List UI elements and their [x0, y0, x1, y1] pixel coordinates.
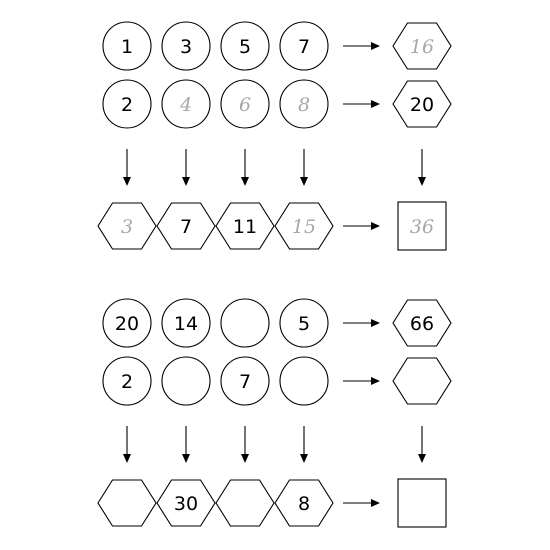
top-row-circle: 7: [279, 21, 329, 71]
cell-value: 1: [121, 36, 133, 58]
column-sum-hexagon: 3: [97, 202, 157, 250]
column-arrow: [123, 149, 131, 186]
cell-value: 30: [174, 493, 198, 515]
column-arrow: [241, 426, 249, 463]
column-sum-hexagon: 30: [156, 479, 216, 527]
cell-value: 6: [239, 94, 251, 116]
total-square: [397, 478, 447, 528]
column-sum-hexagon: 7: [156, 202, 216, 250]
column-arrow: [241, 149, 249, 186]
cell-value: 15: [292, 216, 316, 238]
cell-value: 7: [298, 36, 310, 58]
row-arrow: [343, 319, 380, 327]
cell-value: 7: [180, 216, 192, 238]
column-arrow: [182, 149, 190, 186]
row-arrow: [343, 42, 380, 50]
cell-value: 5: [298, 313, 310, 335]
row-arrow: [343, 100, 380, 108]
cell-value: 4: [179, 94, 192, 116]
top-row-circle: 14: [161, 298, 211, 348]
top-row-circle: 1: [102, 21, 152, 71]
top-row-circle: 5: [279, 298, 329, 348]
cell-value: 7: [239, 371, 251, 393]
column-arrow: [300, 149, 308, 186]
bottom-row-circle: 8: [279, 79, 329, 129]
cell-value: 2: [121, 94, 133, 116]
column-sum-hexagon: [215, 479, 275, 527]
row-arrow: [343, 222, 380, 230]
total-square: 36: [397, 201, 447, 251]
bottom-row-circle: 2: [102, 356, 152, 406]
column-arrow: [123, 426, 131, 463]
cell-value: 8: [298, 493, 310, 515]
top-row-circle: 20: [102, 298, 152, 348]
cell-value: 2: [121, 371, 133, 393]
column-sum-hexagon: 11: [215, 202, 275, 250]
bottom-row-circle: [161, 356, 211, 406]
cell-value: 3: [121, 216, 133, 238]
cell-value: 3: [180, 36, 192, 58]
cell-value: 14: [174, 313, 198, 335]
cell-value: 5: [239, 36, 251, 58]
row-sum-hexagon: 20: [392, 80, 452, 128]
bottom-row-circle: [279, 356, 329, 406]
row-sum-hexagon: 16: [392, 22, 452, 70]
column-arrow: [300, 426, 308, 463]
row-sum-hexagon: 66: [392, 299, 452, 347]
cell-value: 16: [410, 36, 434, 58]
column-arrow: [418, 149, 426, 186]
bottom-row-circle: 4: [161, 79, 211, 129]
row-arrow: [343, 499, 380, 507]
column-sum-hexagon: 8: [274, 479, 334, 527]
bottom-row-circle: 2: [102, 79, 152, 129]
row-arrow: [343, 377, 380, 385]
top-row-circle: [220, 298, 270, 348]
column-arrow: [182, 426, 190, 463]
bottom-row-circle: 7: [220, 356, 270, 406]
column-sum-hexagon: 15: [274, 202, 334, 250]
cell-value: 36: [410, 216, 434, 238]
cell-value: 11: [233, 216, 257, 238]
cell-value: 20: [410, 94, 434, 116]
column-sum-hexagon: [97, 479, 157, 527]
top-row-circle: 5: [220, 21, 270, 71]
cell-value: 66: [410, 313, 434, 335]
bottom-row-circle: 6: [220, 79, 270, 129]
cell-value: 8: [298, 94, 310, 116]
column-arrow: [418, 426, 426, 463]
row-sum-hexagon: [392, 357, 452, 405]
top-row-circle: 3: [161, 21, 211, 71]
cell-value: 20: [115, 313, 139, 335]
